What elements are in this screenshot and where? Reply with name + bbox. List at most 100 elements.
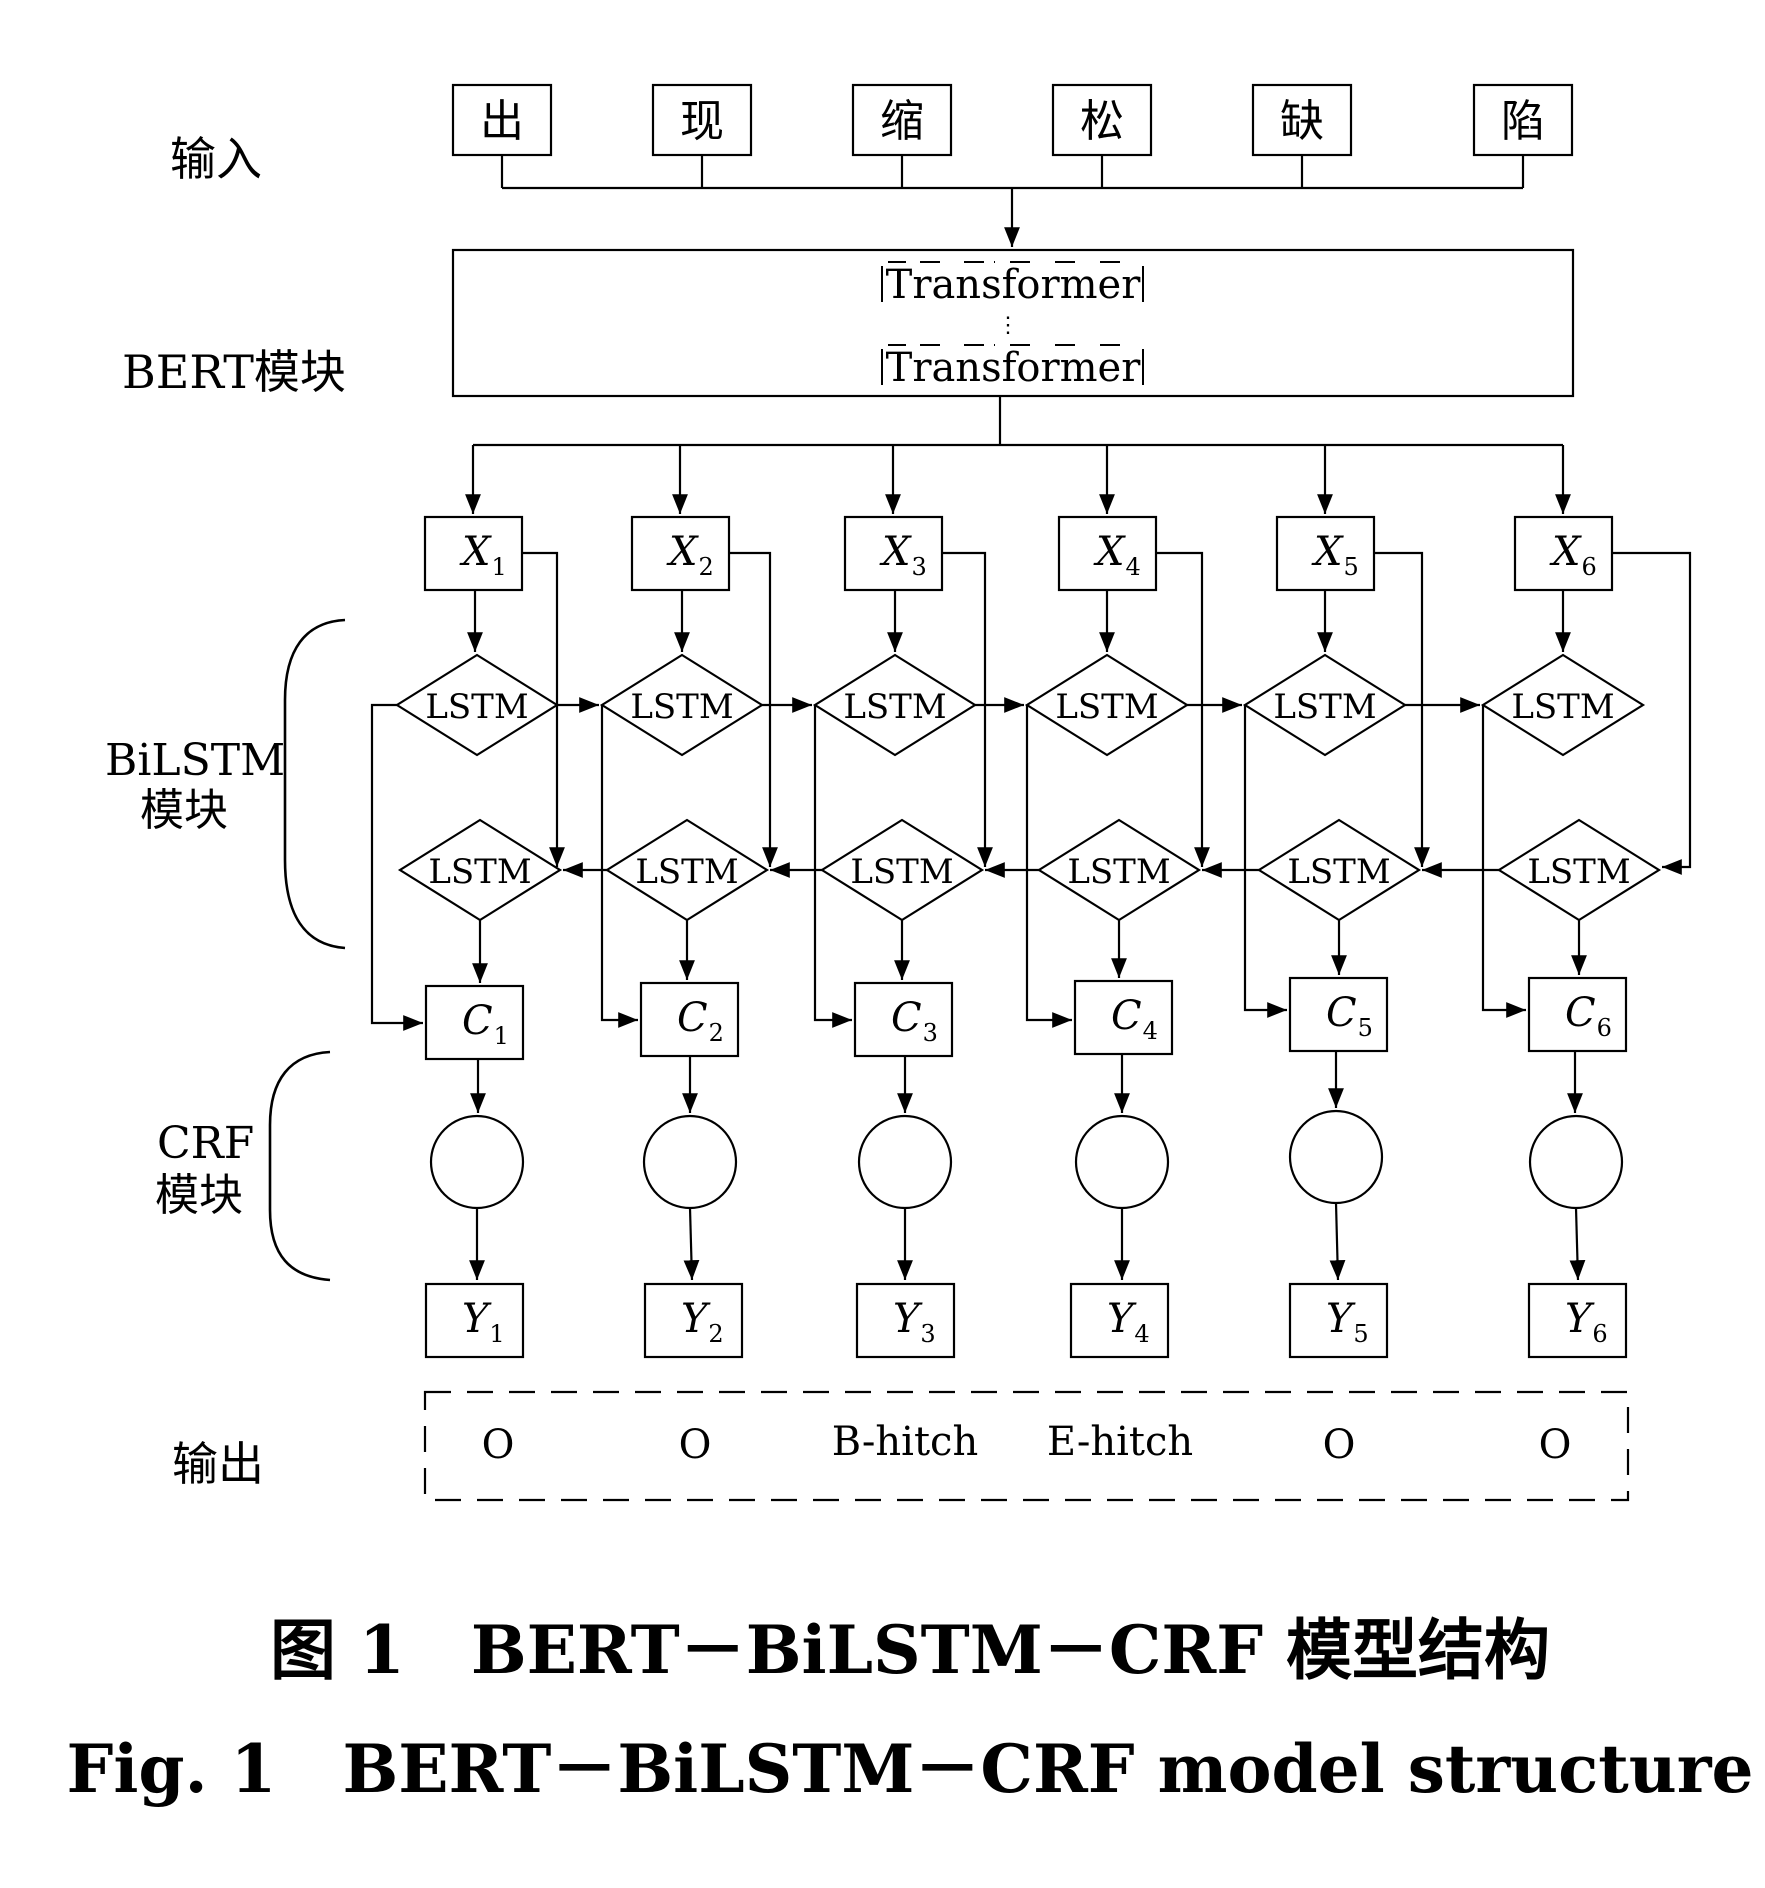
c-label-2: C2 <box>677 995 724 1047</box>
label-crf-2: 模块 <box>155 1170 243 1221</box>
lstm-f4-to-c4 <box>1025 705 1072 1028</box>
output-tag-6: O <box>1539 1422 1572 1468</box>
bilstm-brace <box>283 618 346 950</box>
y-label-3: Y3 <box>893 1296 936 1348</box>
input-char-4: 松 <box>1080 96 1124 147</box>
x-label-2: X2 <box>666 529 714 581</box>
lstm-f5-to-c5 <box>1243 705 1287 1018</box>
crf-node-5 <box>1288 1109 1384 1205</box>
crf-node-1 <box>429 1114 525 1210</box>
c-label-3: C3 <box>891 995 938 1047</box>
c-label-5: C5 <box>1326 990 1373 1042</box>
lstm-forward-6 <box>1480 653 1646 757</box>
label-input: 输入 <box>170 132 262 186</box>
transformer-decorations <box>881 261 1144 385</box>
lstm-backward-label-5: LSTM <box>1287 852 1390 892</box>
lstm-f3-to-c3 <box>813 705 852 1028</box>
c-box-6 <box>1527 976 1628 1053</box>
lstm-f1-to-c1 <box>370 703 423 1031</box>
y-label-2: Y2 <box>681 1296 724 1348</box>
y-box-4 <box>1069 1282 1170 1359</box>
crf-node-6 <box>1528 1114 1624 1210</box>
y-label-4: Y4 <box>1107 1296 1150 1348</box>
caption-english: Fig. 1 BERT－BiLSTM－CRF model structure <box>66 1730 1753 1808</box>
label-bert: BERT模块 <box>122 345 346 399</box>
input-char-1: 出 <box>480 96 524 147</box>
lstm-forward-label-6: LSTM <box>1511 687 1614 727</box>
output-tag-3: B-hitch <box>832 1419 978 1465</box>
c-label-6: C6 <box>1565 990 1612 1042</box>
lstm-forward-label-1: LSTM <box>425 687 528 727</box>
y-label-6: Y6 <box>1565 1296 1608 1348</box>
x-label-4: X4 <box>1093 529 1141 581</box>
lstm-forward-label-4: LSTM <box>1055 687 1158 727</box>
c-box-4 <box>1073 979 1174 1056</box>
c-label-1: C1 <box>462 998 509 1050</box>
output-box <box>423 1390 1630 1502</box>
input-char-6: 陷 <box>1501 96 1545 147</box>
input-char-5: 缺 <box>1280 96 1324 147</box>
lstm-backward-label-6: LSTM <box>1527 852 1630 892</box>
c-box-1 <box>424 984 525 1061</box>
c-box-3 <box>853 981 954 1058</box>
lstm-forward-2 <box>599 653 765 757</box>
x2-to-lstm-b2 <box>729 551 778 867</box>
output-tag-2: O <box>679 1422 712 1468</box>
lstm-forward-label-3: LSTM <box>843 687 946 727</box>
y-box-2 <box>643 1282 744 1359</box>
output-tag-4: E-hitch <box>1047 1419 1193 1465</box>
lstm-forward-label-5: LSTM <box>1273 687 1376 727</box>
input-connector <box>500 155 1525 190</box>
y-box-3 <box>855 1282 956 1359</box>
c-box-5 <box>1288 976 1389 1053</box>
x4-to-lstm-b4 <box>1156 551 1210 867</box>
transformer-ellipsis: ⋮ <box>997 313 1019 338</box>
bert-to-x-connector <box>473 396 1563 447</box>
x6-to-lstm-b6 <box>1612 551 1692 875</box>
x-label-5: X5 <box>1311 529 1359 581</box>
transformer-label-bottom: Transformer <box>886 345 1142 391</box>
bert-box <box>451 248 1575 398</box>
lstm-forward-label-2: LSTM <box>630 687 733 727</box>
lstm-forward-5 <box>1242 653 1408 757</box>
y-box-1 <box>424 1282 525 1359</box>
crf6-to-y6 <box>1569 1207 1586 1281</box>
lstm-forward-3 <box>812 653 978 757</box>
lstm-backward-label-1: LSTM <box>428 852 531 892</box>
transformer-label-top: Transformer <box>886 262 1142 308</box>
lstm-backward-label-3: LSTM <box>850 852 953 892</box>
crf-node-2 <box>642 1114 738 1210</box>
label-bilstm-1: BiLSTM <box>105 735 285 786</box>
label-crf-1: CRF <box>157 1118 254 1169</box>
crf-node-4 <box>1074 1114 1170 1210</box>
lstm-forward-1 <box>394 653 560 757</box>
lstm-f6-to-c6 <box>1481 705 1526 1018</box>
crf-brace <box>268 1050 331 1282</box>
label-bilstm-2: 模块 <box>140 785 228 836</box>
input-char-3: 缩 <box>880 96 924 147</box>
input-char-2: 现 <box>680 96 724 147</box>
crf5-to-y5 <box>1329 1202 1346 1281</box>
label-output: 输出 <box>172 1437 264 1491</box>
x5-to-lstm-b5 <box>1374 551 1430 867</box>
x3-to-lstm-b3 <box>942 551 993 867</box>
x-label-6: X6 <box>1549 529 1597 581</box>
lstm-f2-to-c2 <box>600 705 638 1028</box>
lstm-forward-4 <box>1024 653 1190 757</box>
x-label-3: X3 <box>879 529 927 581</box>
y-box-6 <box>1527 1282 1628 1359</box>
y-box-5 <box>1288 1282 1389 1359</box>
c-label-4: C4 <box>1111 993 1158 1045</box>
output-tag-1: O <box>482 1422 515 1468</box>
lstm-backward-label-2: LSTM <box>635 852 738 892</box>
crf2-to-y2 <box>683 1207 700 1281</box>
y-label-5: Y5 <box>1326 1296 1369 1348</box>
crf-node-3 <box>857 1114 953 1210</box>
output-tag-5: O <box>1323 1422 1356 1468</box>
lstm-backward-label-4: LSTM <box>1067 852 1170 892</box>
x-label-1: X1 <box>459 529 507 581</box>
y-label-1: Y1 <box>462 1296 505 1348</box>
x1-to-lstm-b1 <box>522 551 565 867</box>
caption-chinese: 图 1 BERT－BiLSTM－CRF 模型结构 <box>270 1611 1550 1689</box>
